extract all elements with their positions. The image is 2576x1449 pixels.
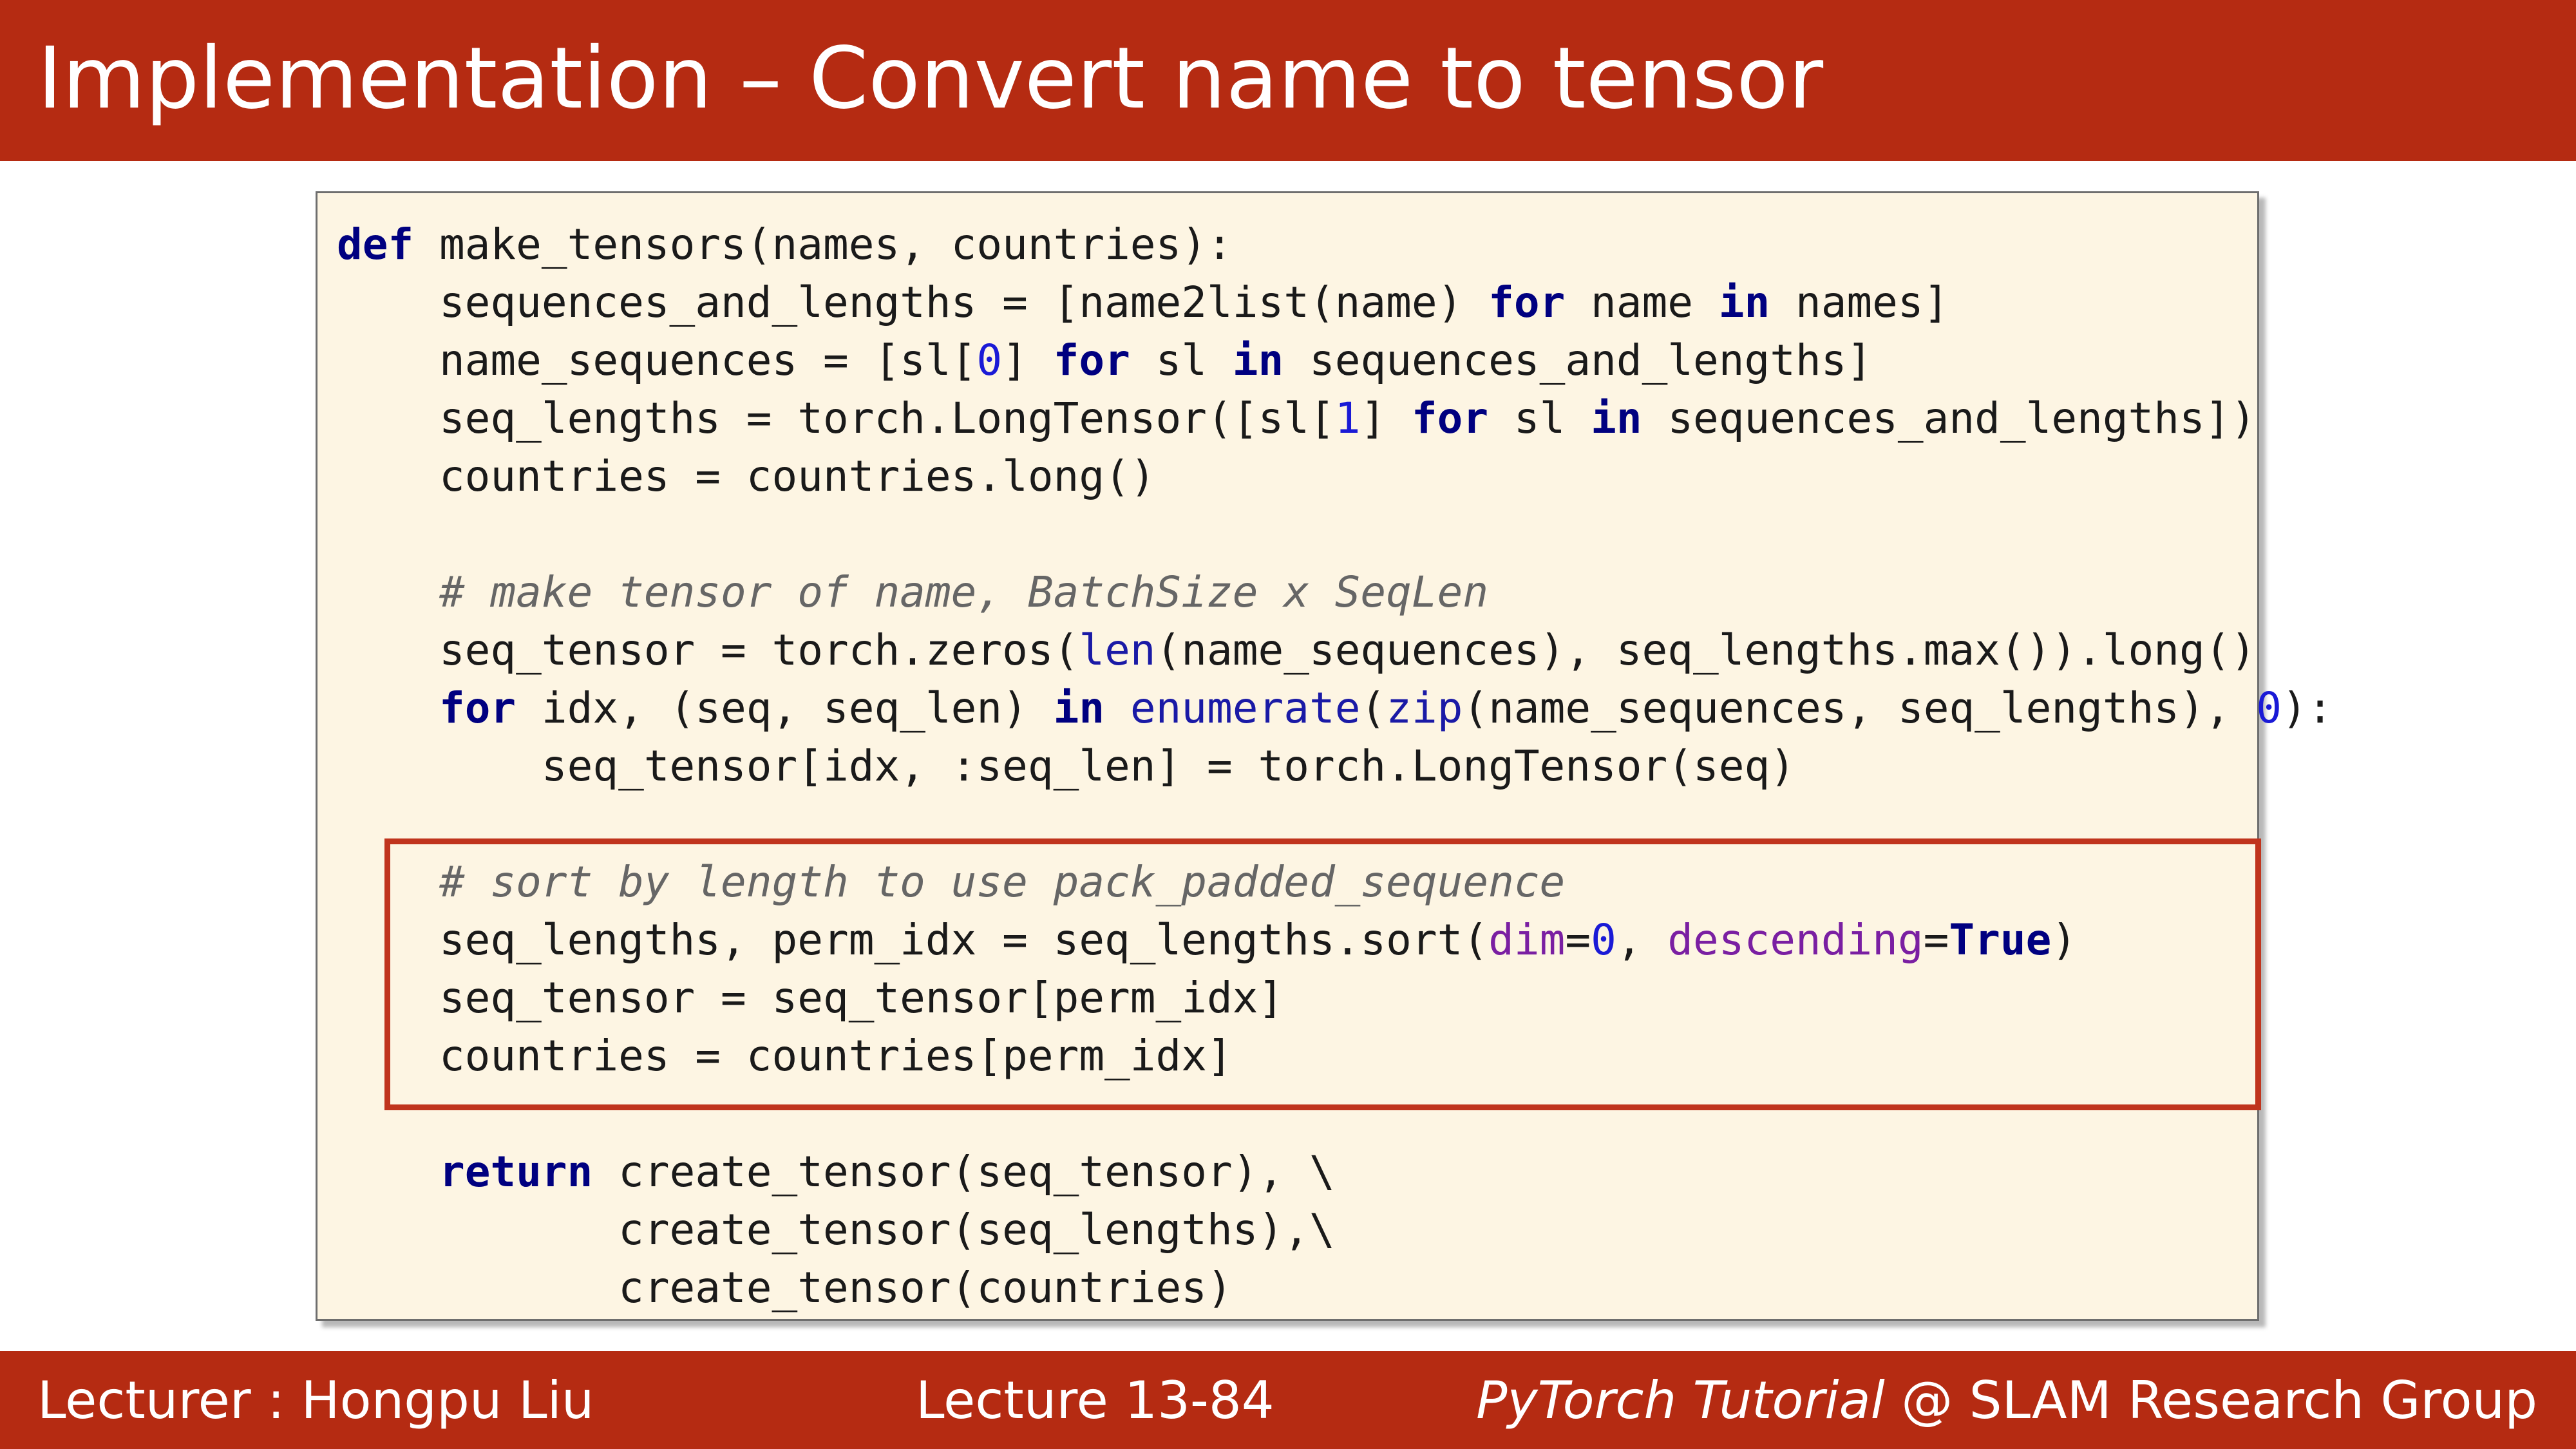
code-token: seq_tensor = torch.zeros( — [337, 625, 1079, 675]
code-token: sequences_and_lengths] — [1283, 336, 1873, 385]
code-token: ] — [1002, 336, 1054, 385]
code-token: create_tensor(seq_lengths),\ — [337, 1205, 1335, 1255]
code-panel: def make_tensors(names, countries): sequ… — [316, 191, 2333, 1321]
highlight-box — [384, 838, 2261, 1110]
code-token: seq_lengths, perm_idx = seq_lengths.sort… — [337, 915, 1489, 965]
code-token: seq_tensor[idx, :seq_len] = torch.LongTe… — [337, 741, 1795, 791]
code-token: enumerate — [1130, 683, 1361, 733]
code-token: for — [439, 683, 516, 733]
code-token: name_sequences = [sl[ — [337, 336, 977, 385]
code-token: = — [1923, 915, 1949, 965]
lecturer-label: Lecturer : Hongpu Liu — [37, 1370, 594, 1430]
code-token: ): — [2282, 683, 2333, 733]
code-token: for — [1053, 336, 1130, 385]
code-line: seq_tensor[idx, :seq_len] = torch.LongTe… — [337, 737, 2333, 795]
code-token: in — [1053, 683, 1105, 733]
code-token: seq_tensor = seq_tensor[perm_idx] — [337, 973, 1284, 1023]
slide-title: Implementation – Convert name to tensor — [37, 29, 1824, 128]
code-line: create_tensor(seq_lengths),\ — [337, 1201, 2333, 1259]
code-token — [1104, 683, 1130, 733]
code-line: return create_tensor(seq_tensor), \ — [337, 1143, 2333, 1201]
code-line: seq_tensor = seq_tensor[perm_idx] — [337, 969, 2333, 1027]
code-token: len — [1079, 625, 1156, 675]
header-bar: Implementation – Convert name to tensor — [0, 0, 2576, 161]
code-line: sequences_and_lengths = [name2list(name)… — [337, 274, 2333, 332]
code-line: def make_tensors(names, countries): — [337, 216, 2333, 274]
code-token: = — [1565, 915, 1591, 965]
code-token: idx, (seq, seq_len) — [516, 683, 1054, 733]
code-token: for — [1488, 278, 1566, 327]
lecture-number: Lecture 13-84 — [916, 1370, 1274, 1430]
code-token: descending — [1667, 915, 1924, 965]
code-token: 0 — [1591, 915, 1616, 965]
code-token: True — [1949, 915, 2052, 965]
code-token — [337, 1147, 439, 1197]
code-token: sl — [1130, 336, 1233, 385]
code-token: in — [1591, 393, 1642, 443]
code-token: (name_sequences), seq_lengths.max()).lon… — [1155, 625, 2257, 675]
code-line: # sort by length to use pack_padded_sequ… — [337, 853, 2333, 911]
code-token: , — [1616, 915, 1668, 965]
code-token: ) — [2051, 915, 2078, 965]
code-token: create_tensor(seq_tensor), \ — [592, 1147, 1335, 1197]
code-token: create_tensor(countries) — [337, 1263, 1233, 1312]
code-line: countries = countries.long() — [337, 448, 2333, 506]
code-line: seq_tensor = torch.zeros(len(name_sequen… — [337, 621, 2333, 679]
code-token: name — [1565, 278, 1719, 327]
code-token: 0 — [976, 336, 1003, 385]
code-token: return — [439, 1147, 593, 1197]
code-token: make_tensors(names, countries): — [413, 220, 1233, 269]
course-name: PyTorch Tutorial — [1476, 1370, 1885, 1430]
code-token: dim — [1488, 915, 1566, 965]
group-name: @ SLAM Research Group — [1884, 1370, 2537, 1430]
code-token: in — [1232, 336, 1284, 385]
code-token: sl — [1488, 393, 1591, 443]
code-line: seq_lengths, perm_idx = seq_lengths.sort… — [337, 911, 2333, 969]
code-line: create_tensor(countries) — [337, 1259, 2333, 1317]
code-token: sequences_and_lengths]) — [1642, 393, 2257, 443]
code-token: 0 — [2256, 683, 2282, 733]
code-line: for idx, (seq, seq_len) in enumerate(zip… — [337, 679, 2333, 737]
code-token: (name_sequences, seq_lengths), — [1463, 683, 2257, 733]
code-token: ( — [1360, 683, 1387, 733]
code-token: sequences_and_lengths = [name2list(name) — [337, 278, 1489, 327]
code-token: # sort by length to use pack_padded_sequ… — [337, 857, 1566, 907]
course-label: PyTorch Tutorial @ SLAM Research Group — [1476, 1368, 2537, 1433]
code-line — [337, 506, 2333, 564]
code-line: seq_lengths = torch.LongTensor([sl[1] fo… — [337, 390, 2333, 448]
code-token: 1 — [1334, 393, 1361, 443]
code-token: def — [337, 220, 414, 269]
footer-bar — [0, 1351, 2576, 1449]
code-line: countries = countries[perm_idx] — [337, 1027, 2333, 1085]
code-token: names] — [1770, 278, 1949, 327]
code-token: countries = countries[perm_idx] — [337, 1031, 1233, 1081]
code-token: ] — [1360, 393, 1412, 443]
code-token: for — [1411, 393, 1489, 443]
code-line: # make tensor of name, BatchSize x SeqLe… — [337, 564, 2333, 621]
code-token: seq_lengths = torch.LongTensor([sl[ — [337, 393, 1335, 443]
code-line: name_sequences = [sl[0] for sl in sequen… — [337, 332, 2333, 390]
code-token: in — [1718, 278, 1770, 327]
code-token: zip — [1386, 683, 1463, 733]
code-block: def make_tensors(names, countries): sequ… — [337, 216, 2333, 1317]
code-token: countries = countries.long() — [337, 451, 1156, 501]
code-token: # make tensor of name, BatchSize x SeqLe… — [337, 567, 1489, 617]
code-token — [337, 683, 439, 733]
